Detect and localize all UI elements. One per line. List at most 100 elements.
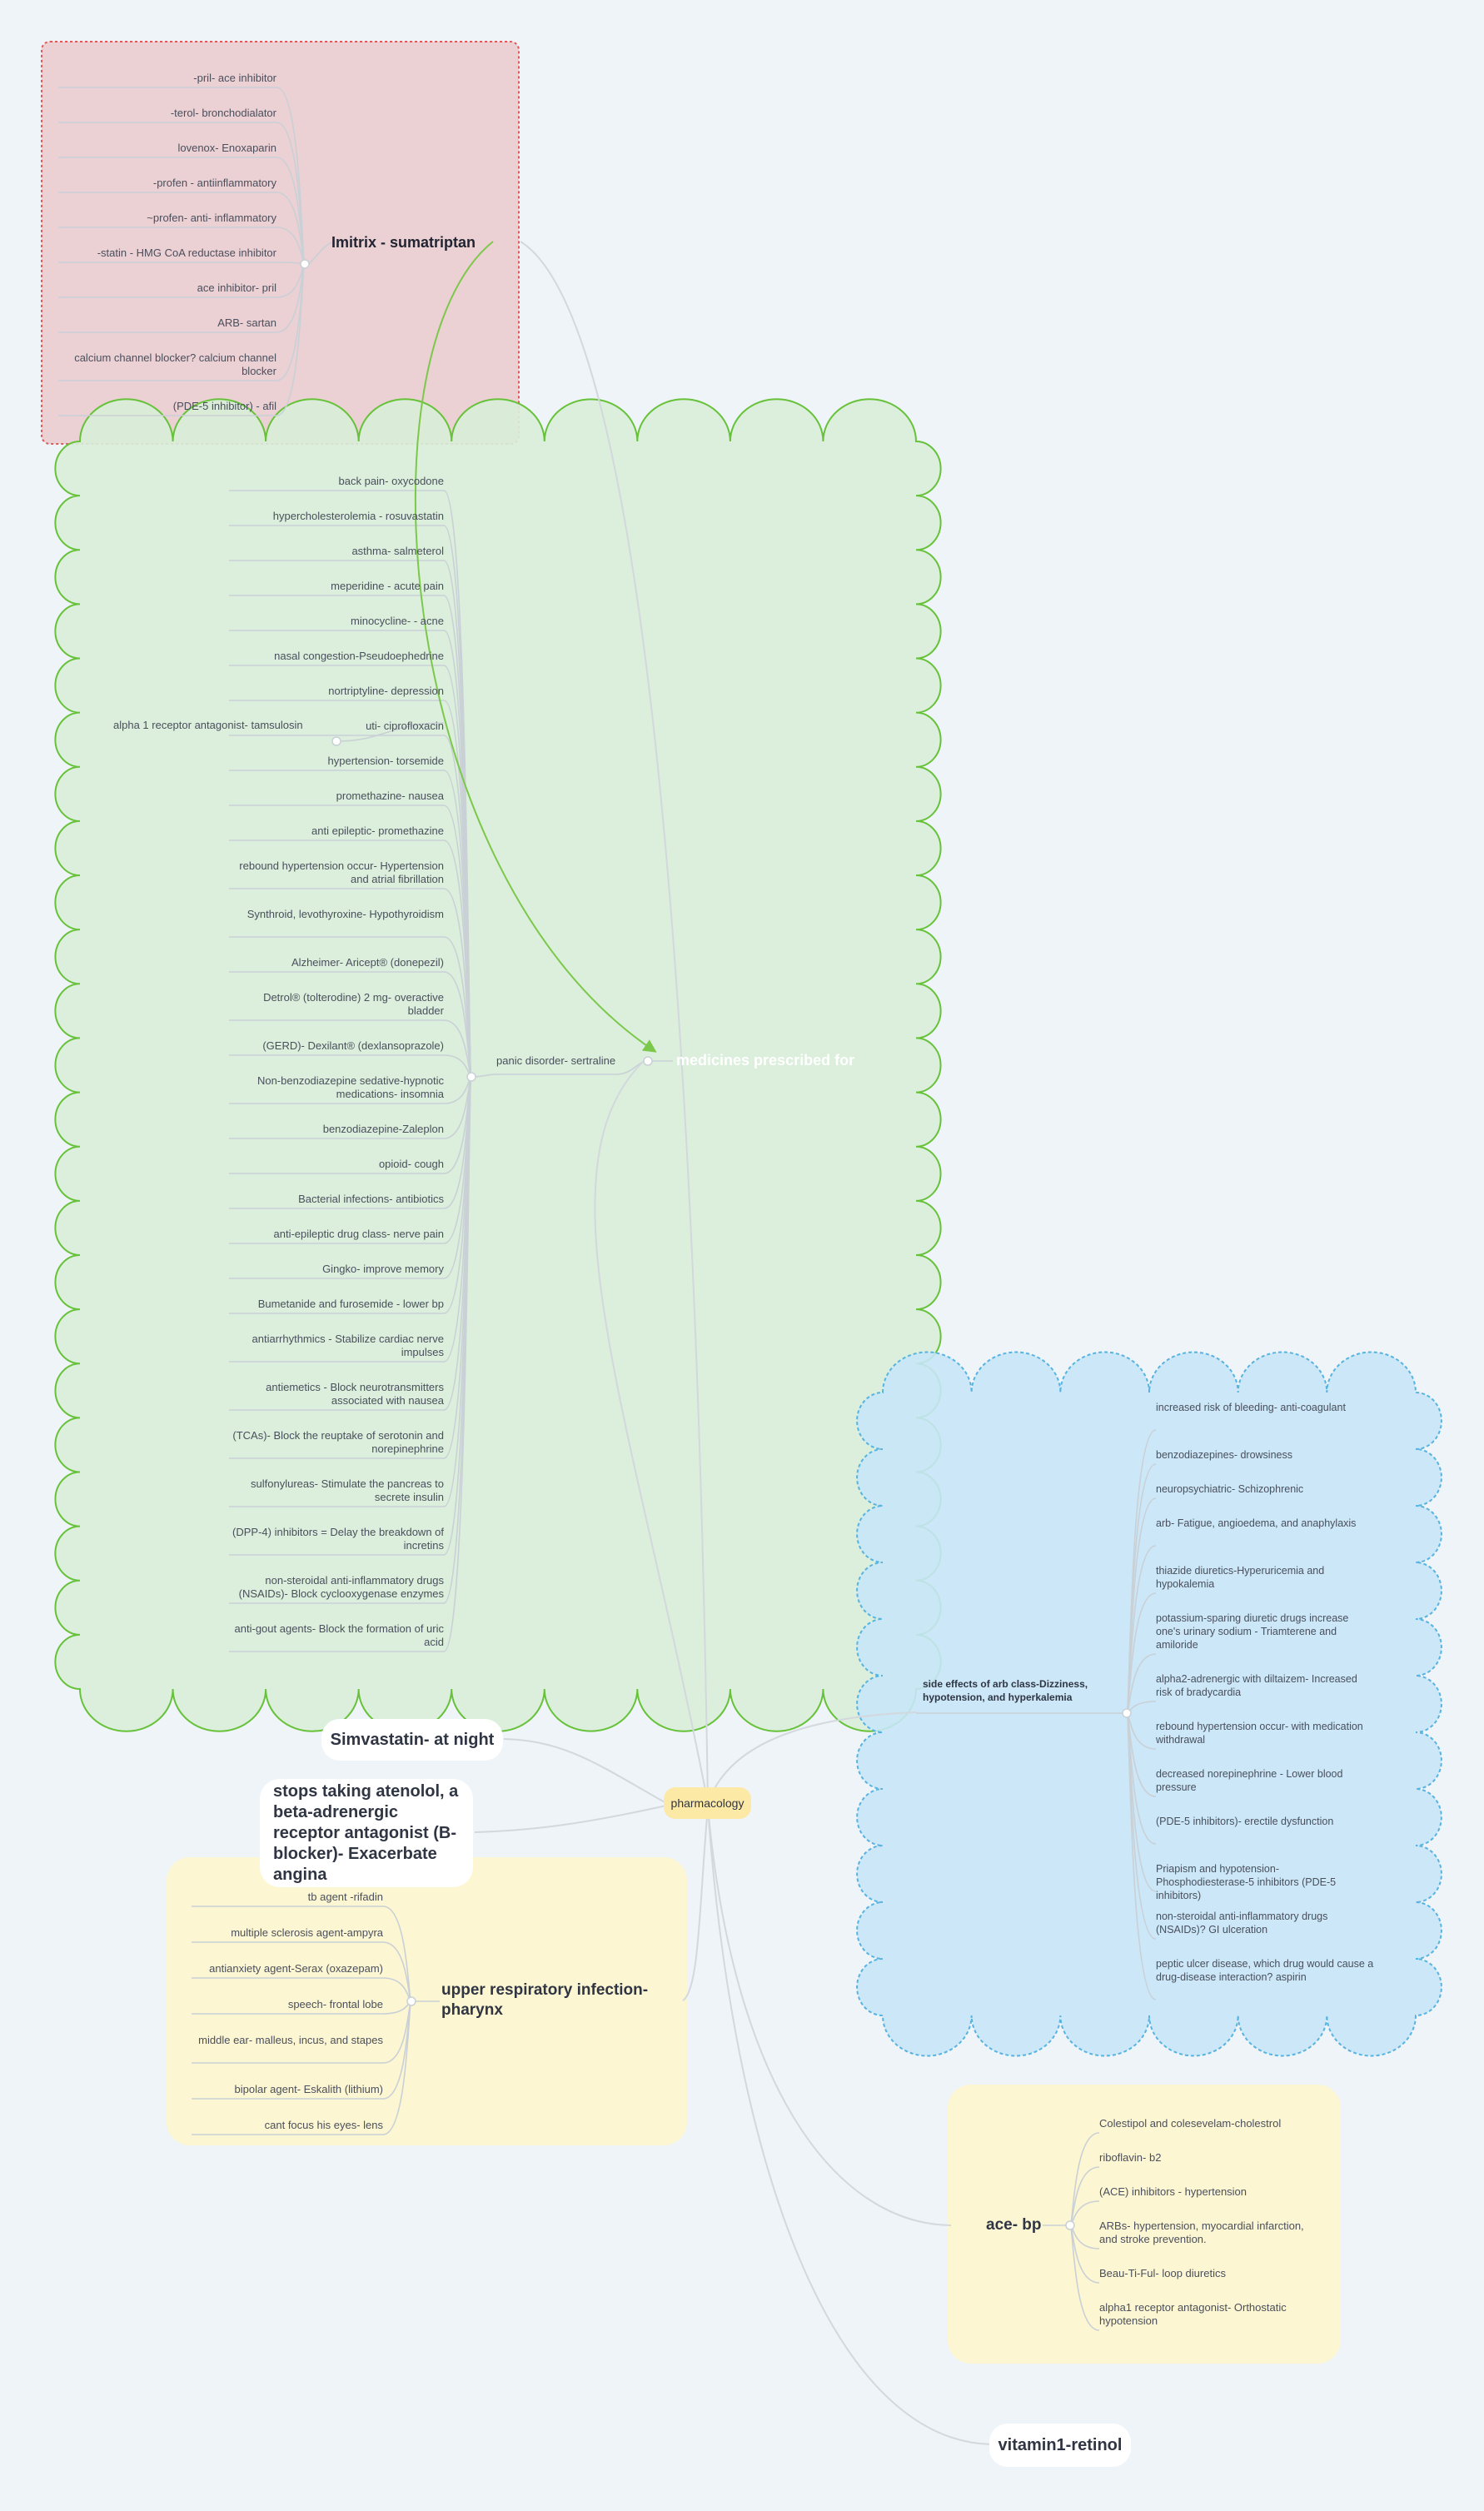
medicines-title[interactable]: medicines prescribed for: [676, 1052, 855, 1069]
medicines-item[interactable]: Bumetanide and furosemide - lower bp: [257, 1298, 444, 1310]
side-effects-item[interactable]: decreased norepinephrine - Lower blood p…: [1156, 1768, 1343, 1793]
medicines-item[interactable]: non-steroidal anti-inflammatory drugs (N…: [238, 1574, 444, 1600]
side-effects-branch-line: [1126, 1712, 1157, 2000]
medicines-item[interactable]: Bacterial infections- antibiotics: [298, 1193, 444, 1205]
imitrix-box: [41, 41, 520, 445]
root-to-imitrix-line: [520, 241, 709, 1804]
uti-child-dot: [331, 736, 341, 746]
root-to-vitamin-line: [707, 1806, 992, 2445]
side-effects-item[interactable]: (PDE-5 inhibitors)- erectile dysfunction: [1156, 1816, 1334, 1827]
respiratory-item[interactable]: middle ear- malleus, incus, and stapes: [198, 2034, 383, 2046]
side-effects-title[interactable]: side effects of arb class-Dizziness, hyp…: [923, 1678, 1088, 1703]
medicines-item[interactable]: Non-benzodiazepine sedative-hypnotic med…: [256, 1074, 444, 1100]
panic-disorder-node[interactable]: panic disorder- sertraline: [496, 1054, 616, 1067]
root-to-simvastatin-line: [503, 1738, 667, 1804]
acebp-item[interactable]: (ACE) inhibitors - hypertension: [1099, 2185, 1247, 2198]
root-to-acebp-line: [707, 1806, 952, 2226]
medicines-item[interactable]: minocycline- - acne: [351, 615, 444, 627]
medicines-item[interactable]: (DPP-4) inhibitors = Delay the breakdown…: [232, 1526, 444, 1552]
side-effects-item[interactable]: arb- Fatigue, angioedema, and anaphylaxi…: [1156, 1517, 1357, 1529]
imitrix-item[interactable]: ~profen- anti- inflammatory: [147, 212, 276, 224]
side-effects-item[interactable]: neuropsychiatric- Schizophrenic: [1156, 1483, 1304, 1495]
medicines-item[interactable]: (GERD)- Dexilant® (dexlansoprazole): [262, 1039, 444, 1052]
respiratory-hub-dot: [406, 1996, 416, 2006]
vitamin-node[interactable]: vitamin1-retinol: [989, 2424, 1131, 2467]
imitrix-item[interactable]: -pril- ace inhibitor: [193, 72, 276, 84]
respiratory-item[interactable]: cant focus his eyes- lens: [264, 2119, 383, 2131]
imitrix-item[interactable]: calcium channel blocker? calcium channel…: [74, 351, 276, 377]
medicines-item[interactable]: antiarrhythmics - Stabilize cardiac nerv…: [251, 1333, 444, 1358]
root-to-medicines-line: [594, 1059, 709, 1804]
acebp-item[interactable]: Colestipol and colesevelam-cholestrol: [1099, 2117, 1282, 2130]
acebp-item[interactable]: alpha1 receptor antagonist- Orthostatic …: [1099, 2301, 1287, 2327]
medicines-item[interactable]: nasal congestion-Pseudoephedrine: [274, 650, 444, 662]
medicines-item[interactable]: rebound hypertension occur- Hypertension…: [239, 859, 444, 885]
acebp-box: [948, 2085, 1341, 2364]
respiratory-item[interactable]: bipolar agent- Eskalith (lithium): [234, 2083, 383, 2095]
imitrix-item[interactable]: ARB- sartan: [217, 316, 276, 329]
acebp-item[interactable]: Beau-Ti-Ful- loop diuretics: [1099, 2267, 1226, 2279]
medicines-item[interactable]: anti-gout agents- Block the formation of…: [234, 1622, 444, 1648]
medicines-item[interactable]: anti-epileptic drug class- nerve pain: [273, 1228, 445, 1240]
medicines-item[interactable]: sulfonylureas- Stimulate the pancreas to…: [251, 1477, 444, 1503]
medicines-item[interactable]: back pain- oxycodone: [338, 475, 444, 487]
acebp-item[interactable]: ARBs- hypertension, myocardial infarctio…: [1099, 2220, 1304, 2245]
simvastatin-node[interactable]: Simvastatin- at night: [321, 1719, 503, 1761]
imitrix-item[interactable]: -terol- bronchodialator: [170, 107, 276, 119]
imitrix-item[interactable]: ace inhibitor- pril: [197, 281, 276, 294]
medicines-hub-dot: [643, 1056, 653, 1066]
imitrix-item[interactable]: -statin - HMG CoA reductase inhibitor: [97, 247, 276, 259]
medicines-item[interactable]: benzodiazepine-Zaleplon: [322, 1123, 444, 1135]
medicines-item[interactable]: opioid- cough: [378, 1158, 444, 1170]
acebp-item[interactable]: riboflavin- b2: [1099, 2151, 1162, 2164]
medicines-item[interactable]: hypercholesterolemia - rosuvastatin: [272, 510, 444, 522]
respiratory-item[interactable]: speech- frontal lobe: [287, 1998, 383, 2010]
side-effects-item[interactable]: benzodiazepines- drowsiness: [1156, 1449, 1292, 1461]
side-effects-item[interactable]: increased risk of bleeding- anti-coagula…: [1156, 1402, 1346, 1413]
side-effects-hub-dot: [1122, 1708, 1132, 1718]
respiratory-item[interactable]: multiple sclerosis agent-ampyra: [231, 1926, 383, 1939]
imitrix-branch-line: [276, 263, 306, 298]
medicines-item[interactable]: meperidine - acute pain: [331, 580, 444, 592]
medicines-item[interactable]: (TCAs)- Block the reuptake of serotonin …: [232, 1429, 444, 1455]
medicines-item[interactable]: asthma- salmeterol: [351, 545, 444, 557]
side-effects-item[interactable]: non-steroidal anti-inflammatory drugs (N…: [1156, 1911, 1328, 1936]
side-effects-item[interactable]: alpha2-adrenergic with diltaizem- Increa…: [1156, 1673, 1357, 1698]
medicines-item[interactable]: Alzheimer- Aricept® (donepezil): [291, 956, 444, 969]
acebp-hub-dot: [1065, 2220, 1075, 2230]
side-effects-item[interactable]: Priapism and hypotension- Phosphodiester…: [1156, 1863, 1337, 1901]
medicines-item[interactable]: Synthroid, levothyroxine- Hypothyroidism: [247, 908, 444, 920]
respiratory-branch-line: [382, 1906, 412, 2002]
imitrix-item[interactable]: lovenox- Enoxaparin: [177, 142, 276, 154]
medicines-item[interactable]: nortriptyline- depression: [328, 685, 444, 697]
root-to-atenolol-line: [474, 1805, 667, 1833]
side-effects-item[interactable]: peptic ulcer disease, which drug would c…: [1156, 1958, 1374, 1983]
atenolol-node[interactable]: stops taking atenolol, a beta-adrenergic…: [260, 1779, 473, 1887]
acebp-title[interactable]: ace- bp: [986, 2216, 1042, 2234]
uti-child-node[interactable]: alpha 1 receptor antagonist- tamsulosin: [113, 719, 303, 731]
acebp-branch-line: [1069, 2132, 1100, 2226]
side-effects-cloud: [856, 1351, 1442, 2057]
imitrix-to-medicines-arrow: [414, 241, 657, 1053]
root-to-side-effects-line: [707, 1711, 917, 1804]
side-effects-item[interactable]: potassium-sparing diuretic drugs increas…: [1156, 1612, 1349, 1651]
imitrix-title[interactable]: Imitrix - sumatriptan: [331, 234, 476, 251]
respiratory-item[interactable]: tb agent -rifadin: [307, 1891, 383, 1903]
medicines-item[interactable]: Detrol® (tolterodine) 2 mg- overactive b…: [263, 991, 444, 1017]
respiratory-item[interactable]: antianxiety agent-Serax (oxazepam): [209, 1962, 383, 1975]
medicines-item[interactable]: hypertension- torsemide: [327, 755, 444, 767]
acebp-branch-line: [1069, 2225, 1100, 2331]
medicines-item[interactable]: antiemetics - Block neurotransmitters as…: [266, 1381, 444, 1407]
imitrix-item[interactable]: -profen - antiinflammatory: [152, 177, 276, 189]
medicines-item[interactable]: anti epileptic- promethazine: [311, 825, 444, 837]
medicines-item[interactable]: Gingko- improve memory: [322, 1263, 444, 1275]
root-node[interactable]: pharmacology: [664, 1787, 751, 1819]
imitrix-item[interactable]: (PDE-5 inhibitor) - afil: [172, 400, 276, 412]
side-effects-item[interactable]: rebound hypertension occur- with medicat…: [1156, 1721, 1363, 1746]
medicines-hub-dot: [466, 1072, 476, 1082]
respiratory-title[interactable]: upper respiratory infection- pharynx: [441, 1981, 649, 2019]
medicines-item[interactable]: promethazine- nausea: [336, 790, 444, 802]
side-effects-item[interactable]: thiazide diuretics-Hyperuricemia and hyp…: [1156, 1565, 1325, 1590]
medicines-item[interactable]: uti- ciprofloxacin: [366, 720, 444, 732]
